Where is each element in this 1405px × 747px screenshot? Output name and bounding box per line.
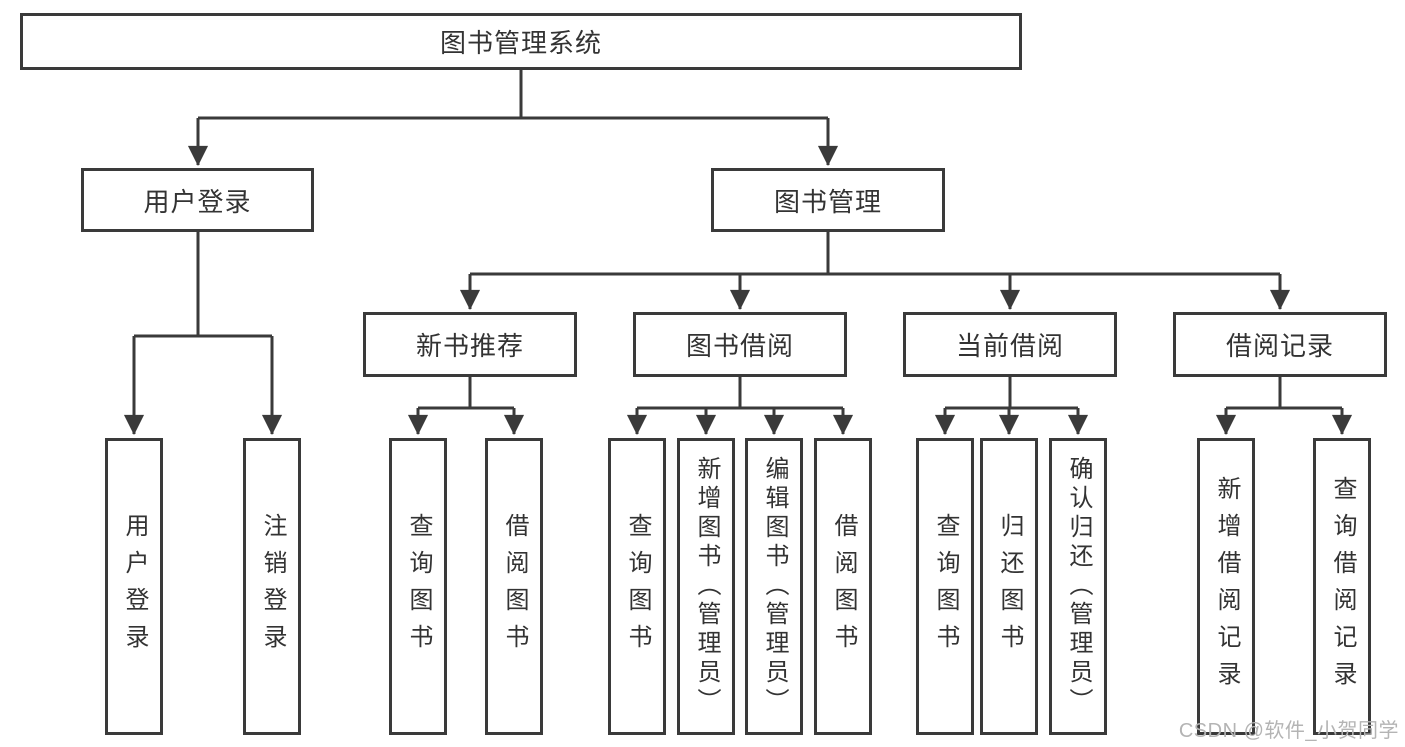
node-leaf-confirm-return-admin: 确认归还（管理员） <box>1049 438 1107 735</box>
node-label: 图书管理系统 <box>439 28 602 58</box>
node-label: 图书借阅 <box>685 331 794 361</box>
node-label: 当前借阅 <box>955 331 1064 361</box>
node-leaf-borrow-books: 借阅图书 <box>814 438 872 735</box>
node-label: 新书推荐 <box>415 331 524 361</box>
node-leaf-query-books-current: 查询图书 <box>916 438 974 735</box>
connector-arrows <box>123 118 1353 436</box>
node-book-management-system: 图书管理系统 <box>20 13 1022 70</box>
connector-trunks-and-branches <box>134 68 1342 410</box>
node-label: 归还图书 <box>996 512 1023 661</box>
csdn-watermark: CSDN @软件_小贺同学 <box>1178 720 1399 742</box>
node-leaf-add-borrow-record: 新增借阅记录 <box>1197 438 1255 735</box>
node-leaf-logout: 注销登录 <box>243 438 301 735</box>
node-leaf-borrow-books-recommend: 借阅图书 <box>485 438 543 735</box>
node-label: 查询借阅记录 <box>1329 475 1356 698</box>
node-label: 用户登录 <box>121 512 148 661</box>
node-book-management: 图书管理 <box>711 168 945 232</box>
node-leaf-user-login: 用户登录 <box>105 438 163 735</box>
node-label: 图书管理 <box>773 186 882 217</box>
node-leaf-query-books-borrow: 查询图书 <box>608 438 666 735</box>
node-leaf-return-books: 归还图书 <box>980 438 1038 735</box>
node-label: 新增借阅记录 <box>1213 475 1240 698</box>
node-book-borrowing: 图书借阅 <box>633 312 847 377</box>
node-label: 用户登录 <box>143 186 252 217</box>
node-label: 查询图书 <box>932 512 959 661</box>
node-label: 借阅图书 <box>501 512 528 661</box>
node-borrowing-records: 借阅记录 <box>1173 312 1387 377</box>
node-user-login: 用户登录 <box>81 168 314 232</box>
node-leaf-query-borrow-record: 查询借阅记录 <box>1313 438 1371 735</box>
node-label: 借阅图书 <box>830 512 857 661</box>
node-label: 新增图书（管理员） <box>693 456 720 717</box>
node-leaf-add-books-admin: 新增图书（管理员） <box>677 438 735 735</box>
node-leaf-edit-books-admin: 编辑图书（管理员） <box>745 438 803 735</box>
node-label: 查询图书 <box>624 512 651 661</box>
node-current-borrowing: 当前借阅 <box>903 312 1117 377</box>
node-new-book-recommendation: 新书推荐 <box>363 312 577 377</box>
node-label: 编辑图书（管理员） <box>761 456 788 717</box>
node-label: 查询图书 <box>405 512 432 661</box>
node-leaf-query-books-recommend: 查询图书 <box>389 438 447 735</box>
node-label: 确认归还（管理员） <box>1065 456 1092 717</box>
node-label: 借阅记录 <box>1225 331 1334 361</box>
node-label: 注销登录 <box>259 512 286 661</box>
